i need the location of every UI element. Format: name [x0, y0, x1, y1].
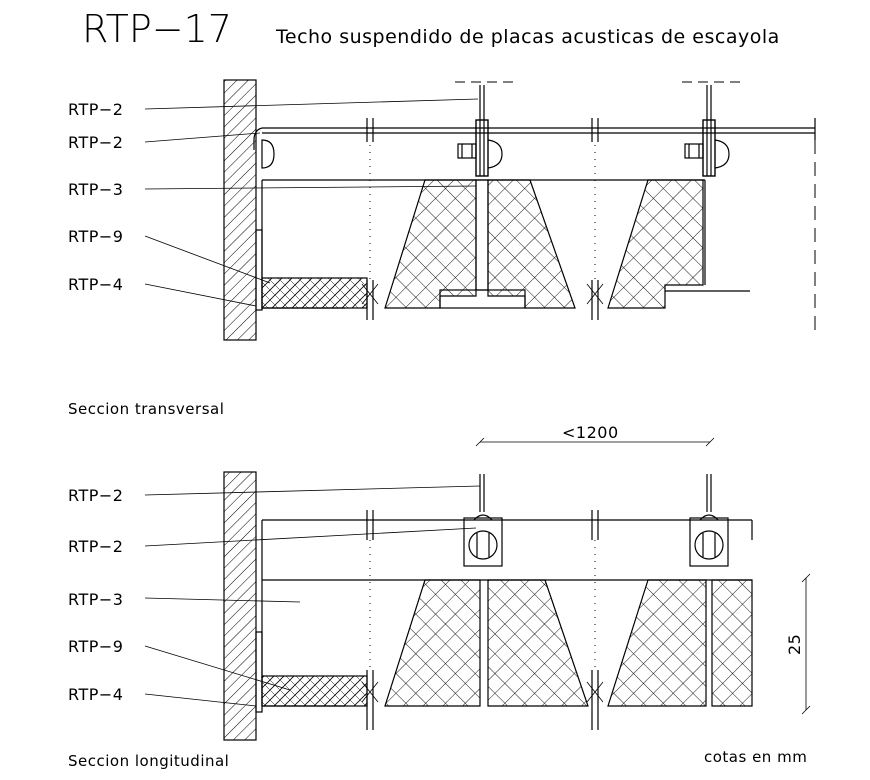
hanger-clamp — [684, 119, 730, 177]
break-line — [591, 510, 599, 730]
perimeter-strip — [261, 675, 368, 707]
break-line — [591, 118, 599, 320]
wall-angle — [255, 229, 263, 311]
label-rtp-2: RTP−2 — [68, 100, 123, 119]
drawing-code: RTP−17 — [82, 7, 232, 51]
wall-angle — [255, 631, 263, 713]
drawing-description: Techo suspendido de placas acusticas de … — [275, 26, 780, 48]
label-rtp-2: RTP−2 — [68, 486, 123, 505]
longitudinal-section: <1200 — [68, 423, 811, 770]
hanger-clamp — [689, 514, 729, 567]
wall-hatch — [223, 471, 257, 741]
label-rtp-4: RTP−4 — [68, 275, 123, 294]
acoustic-plate — [487, 179, 576, 309]
label-rtp-3: RTP−3 — [68, 590, 123, 609]
section-caption: Seccion transversal — [68, 400, 224, 418]
label-rtp-9: RTP−9 — [68, 227, 123, 246]
wall-hatch — [223, 79, 257, 341]
label-rtp-2: RTP−2 — [68, 537, 123, 556]
units-note: cotas en mm — [704, 748, 807, 766]
acoustic-plate — [384, 179, 477, 309]
t-profile — [439, 289, 526, 309]
perimeter-strip — [261, 277, 368, 309]
dimension-spacing: <1200 — [562, 423, 619, 442]
label-rtp-4: RTP−4 — [68, 685, 123, 704]
label-rtp-3: RTP−3 — [68, 180, 123, 199]
hanger-clamp — [457, 119, 503, 177]
acoustic-plate — [711, 579, 753, 707]
acoustic-plate — [607, 579, 707, 707]
dimension-thickness: 25 — [785, 634, 804, 655]
acoustic-plate — [487, 579, 589, 707]
transverse-section: RTP−2 RTP−2 RTP−3 RTP−9 RTP−4 Seccion tr… — [68, 79, 816, 418]
hanger-clamp — [463, 514, 503, 567]
break-line — [366, 510, 374, 730]
acoustic-plate — [607, 179, 704, 309]
break-line — [366, 118, 374, 320]
section-caption: Seccion longitudinal — [68, 752, 229, 770]
label-rtp-2: RTP−2 — [68, 133, 123, 152]
acoustic-plate — [384, 579, 481, 707]
label-rtp-9: RTP−9 — [68, 637, 123, 656]
